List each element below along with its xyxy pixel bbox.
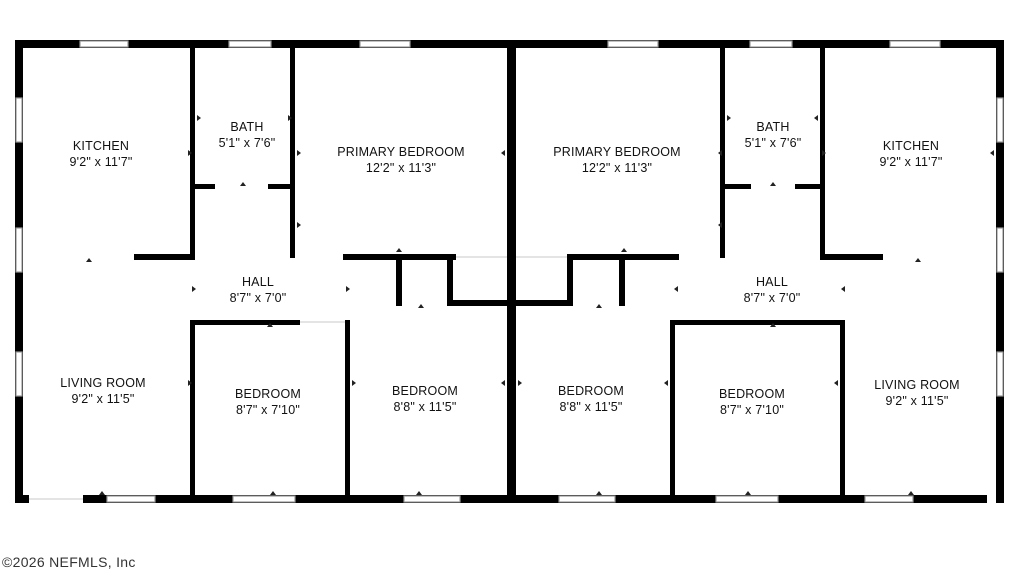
- room-primary-left-name: PRIMARY BEDROOM: [337, 145, 465, 159]
- room-kitchen-right-name: KITCHEN: [883, 139, 939, 153]
- room-primary-left-size: 12'2" x 11'3": [366, 161, 436, 175]
- window: [403, 495, 461, 503]
- room-hall-right-name: HALL: [756, 275, 788, 289]
- wall: [840, 320, 845, 495]
- room-bedroom-r2-size: 8'8" x 11'5": [559, 400, 622, 414]
- wall: [268, 184, 294, 189]
- room-kitchen-right-size: 9'2" x 11'7": [879, 155, 942, 169]
- window: [232, 495, 296, 503]
- windows: [15, 40, 1004, 503]
- window: [79, 40, 129, 48]
- window: [15, 351, 23, 397]
- room-hall-left-size: 8'7" x 7'0": [230, 291, 287, 305]
- wall: [820, 254, 883, 260]
- room-bedroom-l1-name: BEDROOM: [235, 387, 301, 401]
- window: [996, 227, 1004, 273]
- wall-bottom-left-stub: [15, 495, 29, 503]
- wall: [619, 254, 625, 306]
- room-bedroom-r1-name: BEDROOM: [719, 387, 785, 401]
- window: [15, 97, 23, 143]
- room-primary-right-name: PRIMARY BEDROOM: [553, 145, 681, 159]
- room-living-left-name: LIVING ROOM: [60, 376, 146, 390]
- window: [15, 227, 23, 273]
- wall: [396, 254, 402, 306]
- window: [996, 351, 1004, 397]
- wall: [515, 300, 573, 306]
- wall: [567, 254, 679, 260]
- room-living-right-size: 9'2" x 11'5": [885, 394, 948, 408]
- wall: [670, 320, 675, 495]
- wall: [190, 48, 195, 260]
- wall: [195, 184, 215, 189]
- room-bath-right-size: 5'1" x 7'6": [745, 136, 802, 150]
- room-kitchen-left-size: 9'2" x 11'7": [69, 155, 132, 169]
- room-bedroom-l1-size: 8'7" x 7'10": [236, 403, 300, 417]
- wall: [567, 254, 573, 306]
- door-openings: [29, 256, 567, 500]
- wall: [795, 184, 825, 189]
- room-living-left-size: 9'2" x 11'5": [71, 392, 134, 406]
- room-bedroom-l2-name: BEDROOM: [392, 384, 458, 398]
- interior-walls: [134, 40, 883, 503]
- window: [749, 40, 793, 48]
- wall: [447, 254, 453, 306]
- window: [715, 495, 779, 503]
- room-kitchen-left-name: KITCHEN: [73, 139, 129, 153]
- wall-center: [507, 40, 516, 503]
- window: [889, 40, 941, 48]
- window: [106, 495, 156, 503]
- wall: [290, 48, 295, 258]
- copyright-notice: ©2026 NEFMLS, Inc: [2, 554, 136, 570]
- room-bedroom-l2-size: 8'8" x 11'5": [393, 400, 456, 414]
- room-hall-right-size: 8'7" x 7'0": [744, 291, 801, 305]
- room-bath-left-size: 5'1" x 7'6": [219, 136, 276, 150]
- window: [228, 40, 272, 48]
- wall: [190, 320, 300, 325]
- window: [607, 40, 659, 48]
- room-living-right-name: LIVING ROOM: [874, 378, 960, 392]
- window: [558, 495, 616, 503]
- window: [864, 495, 914, 503]
- room-bedroom-r2-name: BEDROOM: [558, 384, 624, 398]
- window: [359, 40, 411, 48]
- door-markers: [86, 115, 994, 495]
- wall: [670, 320, 845, 325]
- wall: [190, 320, 195, 495]
- wall: [720, 48, 725, 258]
- wall: [725, 184, 751, 189]
- room-hall-left-name: HALL: [242, 275, 274, 289]
- wall: [447, 300, 515, 306]
- window: [996, 97, 1004, 143]
- room-bedroom-r1-size: 8'7" x 7'10": [720, 403, 784, 417]
- wall: [345, 320, 350, 495]
- wall-bottom: [83, 495, 987, 503]
- room-labels: KITCHEN 9'2" x 11'7" BATH 5'1" x 7'6" PR…: [60, 120, 960, 417]
- wall: [134, 254, 195, 260]
- room-bath-right-name: BATH: [756, 120, 789, 134]
- room-primary-right-size: 12'2" x 11'3": [582, 161, 652, 175]
- room-bath-left-name: BATH: [230, 120, 263, 134]
